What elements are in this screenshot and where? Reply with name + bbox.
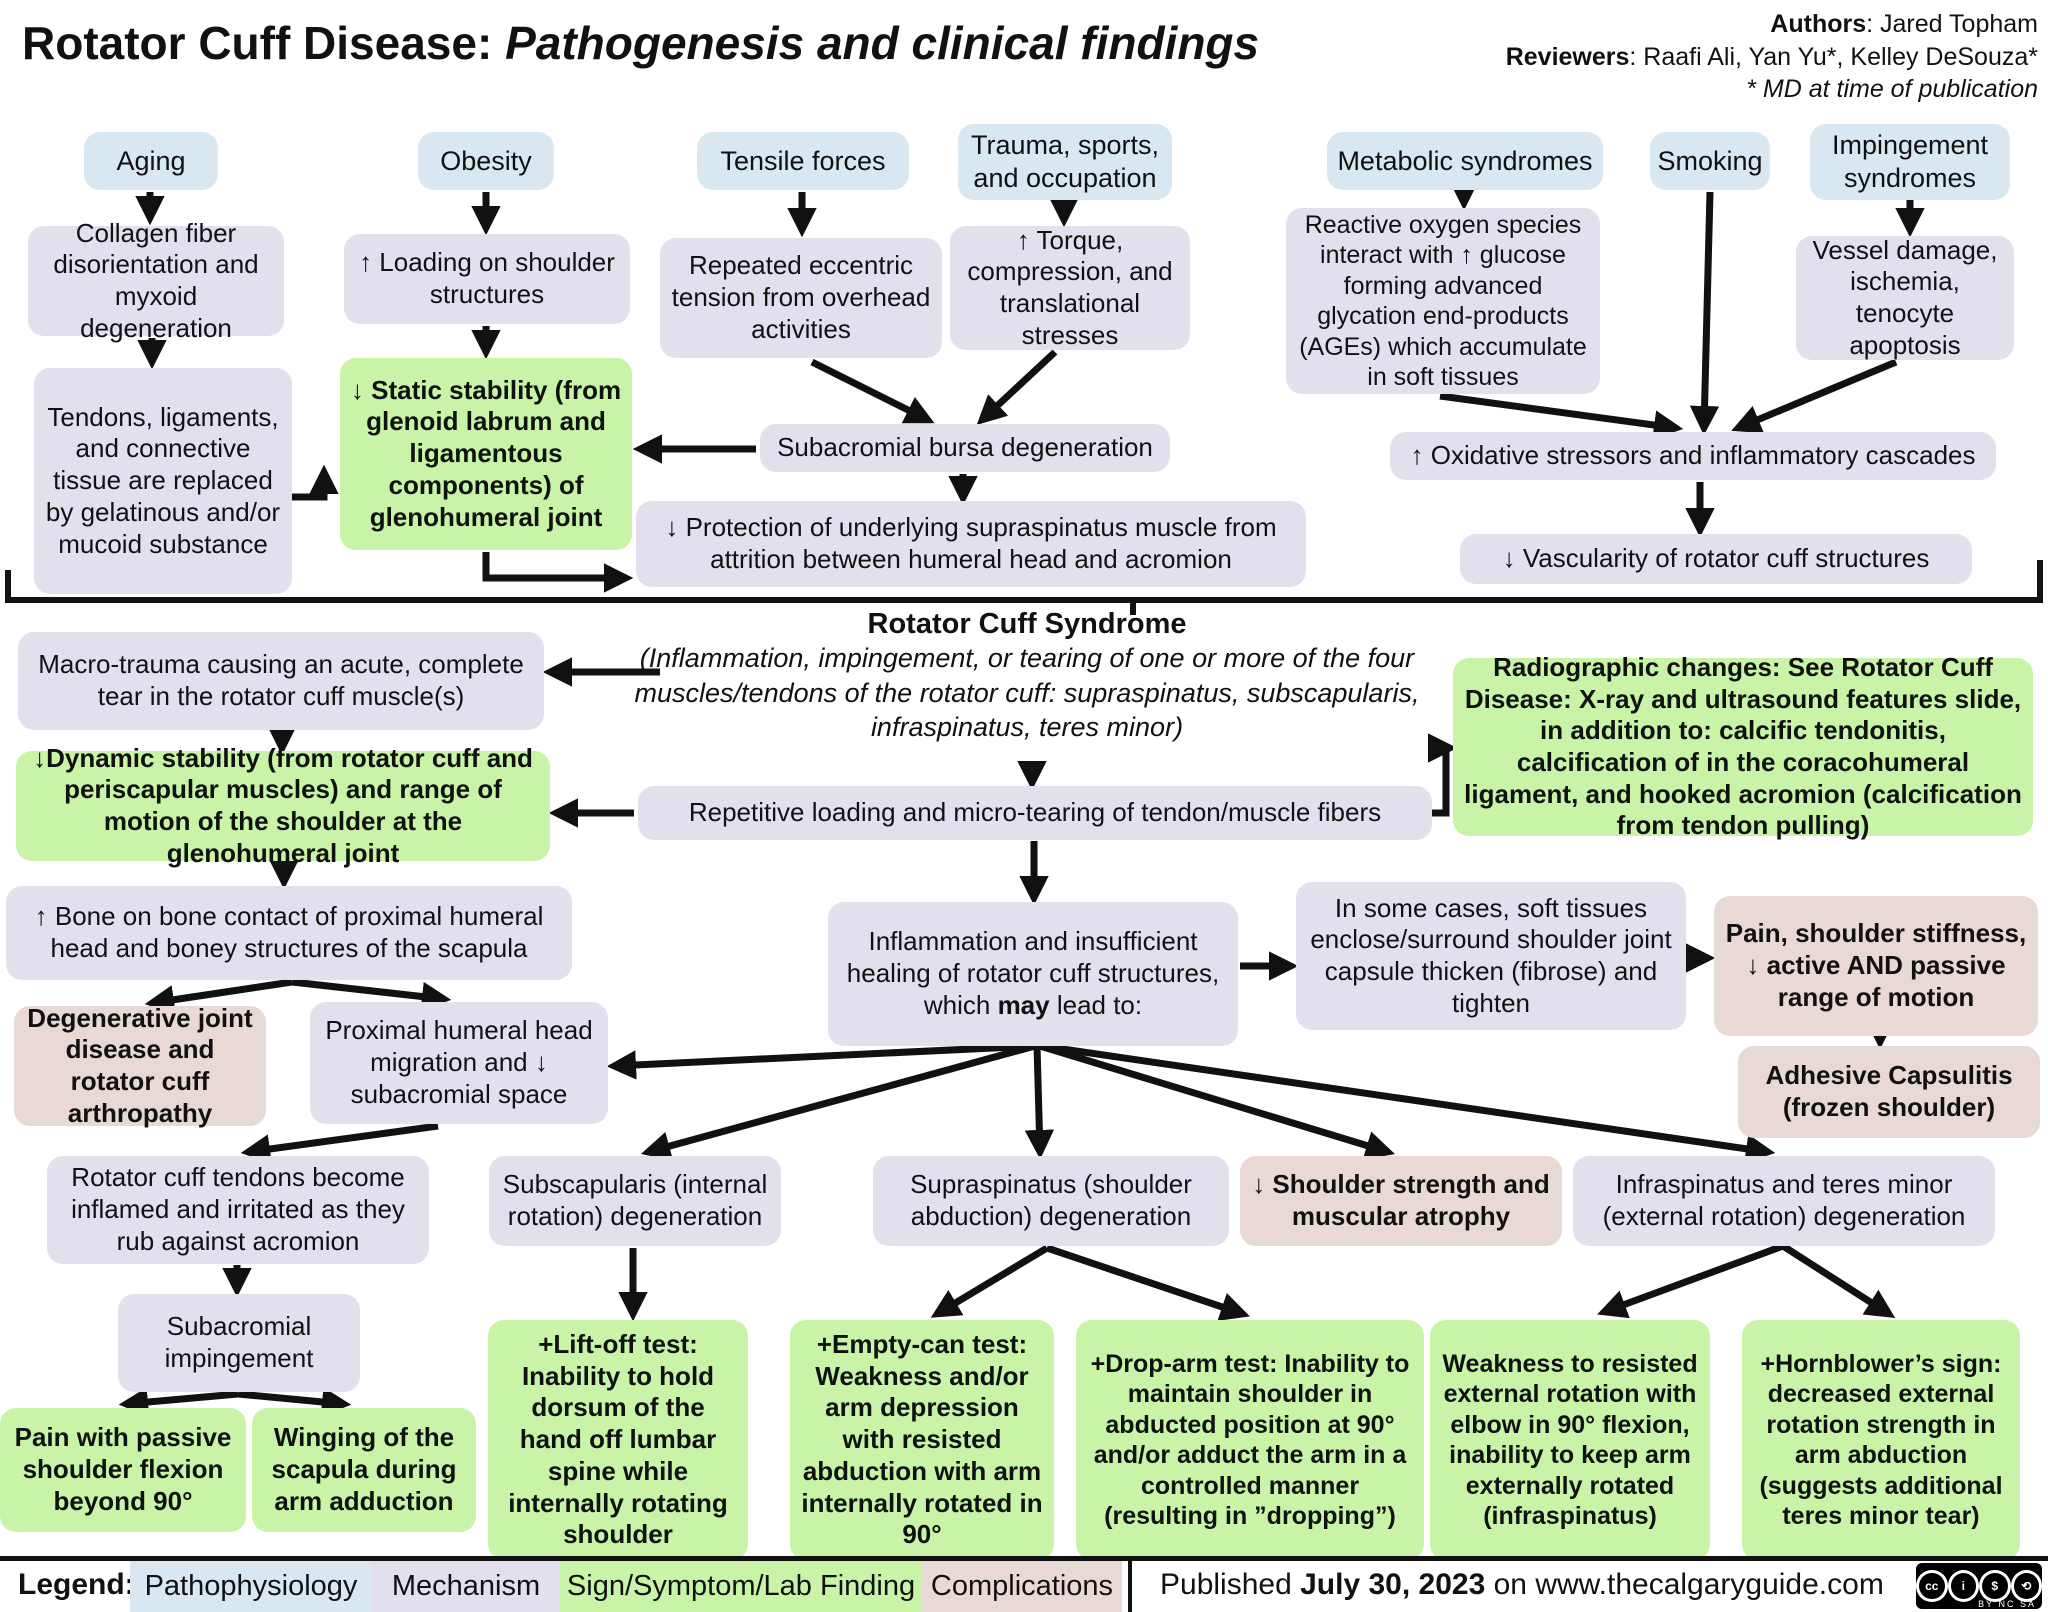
site-url: www.thecalgaryguide.com bbox=[1535, 1568, 1884, 1601]
arrow-tendons-static bbox=[292, 464, 339, 501]
node-obesity: Obesity bbox=[418, 132, 554, 190]
reviewers-line: Reviewers: Raafi Ali, Yan Yu*, Kelley De… bbox=[1505, 42, 2038, 71]
legend-sign-symptom: Sign/Symptom/Lab Finding bbox=[560, 1561, 922, 1612]
page-title-sub: Pathogenesis and clinical findings bbox=[492, 17, 1260, 69]
arrow-repeated-bursa bbox=[810, 358, 935, 424]
node-adhesive-capsulitis: Adhesive Capsulitis (frozen shoulder) bbox=[1738, 1046, 2040, 1138]
node-rc-tendons-inflamed: Rotator cuff tendons become inflamed and… bbox=[47, 1156, 429, 1264]
node-dynamic-stability: ↓Dynamic stability (from rotator cuff an… bbox=[16, 743, 550, 868]
rcs-title: Rotator Cuff Syndrome bbox=[867, 608, 1187, 640]
node-vascularity: ↓ Vascularity of rotator cuff structures bbox=[1460, 534, 1972, 584]
arrow-supra-emptycan bbox=[930, 1244, 1049, 1318]
node-emptycan-test: +Empty-can test: Weakness and/or arm dep… bbox=[790, 1320, 1054, 1560]
arrow-inflammation-proximal bbox=[606, 1042, 1036, 1080]
node-degenerative-joint-disease: Degenerative joint disease and rotator c… bbox=[14, 1003, 266, 1128]
creative-commons-badge: cc i $ ⟲ BY NC SA bbox=[1916, 1563, 2042, 1609]
node-infraspinatus-teres-degeneration: Infraspinatus and teres minor (external … bbox=[1573, 1156, 1995, 1246]
node-aging: Aging bbox=[84, 132, 218, 190]
node-weakness-external-rotation: Weakness to resisted external rotation w… bbox=[1430, 1320, 1710, 1560]
page-title: Rotator Cuff Disease: Pathogenesis and c… bbox=[22, 16, 1259, 70]
node-subscapularis-degeneration: Subscapularis (internal rotation) degene… bbox=[489, 1156, 781, 1246]
node-tendons-replaced: Tendons, ligaments, and connective tissu… bbox=[34, 368, 292, 594]
node-torque-compression: ↑ Torque, compression, and translational… bbox=[950, 225, 1190, 350]
page-title-main: Rotator Cuff Disease: bbox=[22, 17, 493, 69]
arrow-subimp-pain90 bbox=[118, 1387, 239, 1417]
node-repeated-eccentric-tension: Repeated eccentric tension from overhead… bbox=[660, 238, 942, 358]
node-shoulder-strength-atrophy: ↓ Shoulder strength and muscular atrophy bbox=[1240, 1156, 1562, 1246]
authors-line: Authors: Jared Topham bbox=[1770, 10, 2038, 38]
arrow-repetitive-radiographic bbox=[1427, 733, 1458, 817]
node-scapular-winging: Winging of the scapula during arm adduct… bbox=[252, 1408, 476, 1532]
cc-by-icon: i bbox=[1947, 1570, 1979, 1602]
node-impingement-syndromes: Impingement syndromes bbox=[1810, 124, 2010, 200]
arrow-infra-weakness bbox=[1597, 1242, 1785, 1319]
node-reactive-oxygen-species: Reactive oxygen species interact with ↑ … bbox=[1286, 208, 1600, 394]
node-repetitive-loading: Repetitive loading and micro-tearing of … bbox=[638, 786, 1432, 840]
cc-nc-icon: $ bbox=[1979, 1570, 2011, 1602]
legend-pathophysiology: Pathophysiology bbox=[130, 1561, 372, 1612]
node-metabolic-syndromes: Metabolic syndromes bbox=[1327, 132, 1603, 190]
arrow-inflammation-infra bbox=[1041, 1042, 1776, 1164]
node-tensile-forces: Tensile forces bbox=[697, 132, 909, 190]
node-bone-on-bone: ↑ Bone on bone contact of proximal humer… bbox=[6, 886, 572, 980]
arrow-reactive-oxidative bbox=[1439, 392, 1684, 440]
node-pain-stiffness: Pain, shoulder stiffness, ↓ active AND p… bbox=[1714, 896, 2038, 1036]
arrow-subimp-winging bbox=[237, 1387, 352, 1417]
published-line: Published July 30, 2023 on www.thecalgar… bbox=[1160, 1568, 1884, 1601]
node-collagen-disorientation: Collagen fiber disorientation and myxoid… bbox=[28, 218, 284, 343]
bracket-collector bbox=[5, 560, 2043, 603]
node-smoking: Smoking bbox=[1650, 132, 1770, 190]
node-trauma-sports-occupation: Trauma, sports, and occupation bbox=[958, 124, 1172, 200]
node-protection-supraspinatus: ↓ Protection of underlying supraspinatus… bbox=[636, 501, 1306, 587]
node-pain-passive-flexion: Pain with passive shoulder flexion beyon… bbox=[0, 1408, 246, 1532]
node-droparm-test: +Drop-arm test: Inability to maintain sh… bbox=[1076, 1320, 1424, 1560]
node-subacromial-impingement: Subacromial impingement bbox=[118, 1294, 360, 1392]
arrow-vessel-oxidative bbox=[1731, 358, 1898, 434]
arrow-bone-proximal bbox=[291, 978, 452, 1012]
rcs-description: (Inflammation, impingement, or tearing o… bbox=[634, 643, 1420, 743]
node-liftoff-test: +Lift-off test: Inability to hold dorsum… bbox=[488, 1320, 748, 1560]
arrow-supra-droparm bbox=[1045, 1244, 1250, 1321]
arrow-proximal-rctendons bbox=[240, 1122, 439, 1164]
node-supraspinatus-degeneration: Supraspinatus (shoulder abduction) degen… bbox=[873, 1156, 1229, 1246]
node-inflammation-insufficient-healing: Inflammation and insufficient healing of… bbox=[828, 902, 1238, 1046]
legend-mechanism: Mechanism bbox=[372, 1561, 560, 1612]
node-oxidative-stressors: ↑ Oxidative stressors and inflammatory c… bbox=[1390, 432, 1996, 480]
rotator-cuff-syndrome-block: Rotator Cuff Syndrome (Inflammation, imp… bbox=[552, 608, 1502, 745]
node-proximal-humeral-migration: Proximal humeral head migration and ↓ su… bbox=[310, 1002, 608, 1124]
arrow-smoking-oxidative bbox=[1689, 191, 1720, 436]
node-radiographic-changes: Radiographic changes: See Rotator Cuff D… bbox=[1453, 652, 2033, 840]
credits-block: Authors: Jared Topham Reviewers: Raafi A… bbox=[1506, 8, 2038, 106]
cc-icon: cc bbox=[1916, 1570, 1948, 1602]
arrow-inflammation-supra bbox=[1024, 1045, 1055, 1160]
node-macro-trauma: Macro-trauma causing an acute, complete … bbox=[18, 632, 544, 730]
inflammation-text: Inflammation and insufficient healing of… bbox=[846, 926, 1220, 1020]
cc-caption: BY NC SA bbox=[1978, 1599, 2036, 1609]
node-vessel-damage: Vessel damage, ischemia, tenocyte apopto… bbox=[1796, 235, 2014, 360]
cc-sa-icon: ⟲ bbox=[2010, 1570, 2042, 1602]
node-subacromial-bursa-degeneration: Subacromial bursa degeneration bbox=[760, 424, 1170, 472]
node-static-stability: ↓ Static stability (from glenoid labrum … bbox=[340, 358, 632, 550]
node-soft-tissue-fibrosis: In some cases, soft tissues enclose/surr… bbox=[1296, 882, 1686, 1030]
arrow-torque-bursa bbox=[976, 349, 1058, 426]
legend-label: Legend: bbox=[18, 1568, 135, 1601]
legend-divider bbox=[1128, 1561, 1132, 1612]
arrow-static-protection bbox=[482, 552, 634, 593]
legend-complications: Complications bbox=[922, 1561, 1122, 1612]
legend-top-divider bbox=[0, 1556, 2048, 1561]
arrow-infra-hornblower bbox=[1781, 1243, 1896, 1318]
node-loading-shoulder: ↑ Loading on shoulder structures bbox=[344, 234, 630, 324]
credits-footnote: * MD at time of publication bbox=[1746, 75, 2038, 103]
node-hornblower-sign: +Hornblower’s sign: decreased external r… bbox=[1742, 1320, 2020, 1560]
arrow-inflammation-subscap bbox=[640, 1042, 1036, 1161]
arrow-inflammation-strength bbox=[1038, 1042, 1396, 1160]
arrow-bone-degen bbox=[144, 978, 293, 1015]
